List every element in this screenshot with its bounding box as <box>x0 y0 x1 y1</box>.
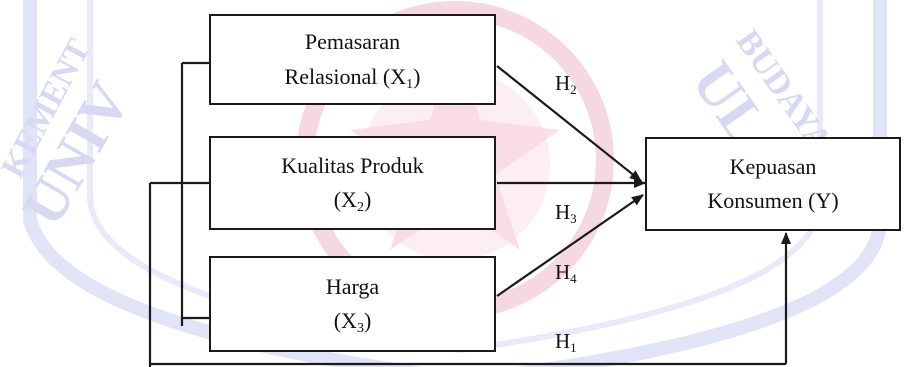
x3-line1: Harga <box>325 273 380 299</box>
x1-close: ) <box>413 63 421 89</box>
x3-line2: (X3) <box>334 304 372 338</box>
box-y-customer-satisfaction: Kepuasan Konsumen (Y) <box>645 137 901 231</box>
seal-outer-shield <box>23 0 887 367</box>
h2-subscript: 2 <box>570 82 577 97</box>
x2-line1: Kualitas Produk <box>281 152 424 178</box>
h4-arrow <box>496 194 644 297</box>
box-x1-relationship-marketing: Pemasaran Relasional (X1) <box>209 14 496 105</box>
h4-letter: H <box>555 260 571 284</box>
h3-letter: H <box>555 200 571 224</box>
y-line2: Konsumen (Y) <box>707 188 839 213</box>
x3-line2-text: (X <box>333 308 357 333</box>
x1-line1: Pemasaran <box>304 29 401 55</box>
label-h3: H3 <box>555 200 577 226</box>
label-h1: H1 <box>555 329 577 355</box>
label-h4: H4 <box>555 260 577 286</box>
x3-close: ) <box>363 308 372 333</box>
h1-subscript: 1 <box>570 340 577 355</box>
box-x3-price: Harga (X3) <box>209 256 496 352</box>
x1-line2: Relasional (X1) <box>285 60 421 94</box>
h1-letter: H <box>555 329 571 353</box>
x3-subscript: 3 <box>356 321 364 336</box>
h2-letter: H <box>555 71 571 95</box>
box-x2-product-quality: Kualitas Produk (X2) <box>209 136 496 230</box>
x2-close: ) <box>363 187 372 212</box>
h2-arrow <box>496 65 642 182</box>
x2-line2-text: (X <box>333 187 357 212</box>
h4-subscript: 4 <box>570 271 577 286</box>
x1-line2-text: Relasional (X <box>284 63 407 89</box>
x2-line2: (X2) <box>334 183 372 217</box>
x2-subscript: 2 <box>356 200 364 215</box>
x1-subscript: 1 <box>406 76 414 92</box>
h3-subscript: 3 <box>570 211 577 226</box>
label-h2: H2 <box>555 71 577 97</box>
y-line1: Kepuasan <box>729 153 817 179</box>
